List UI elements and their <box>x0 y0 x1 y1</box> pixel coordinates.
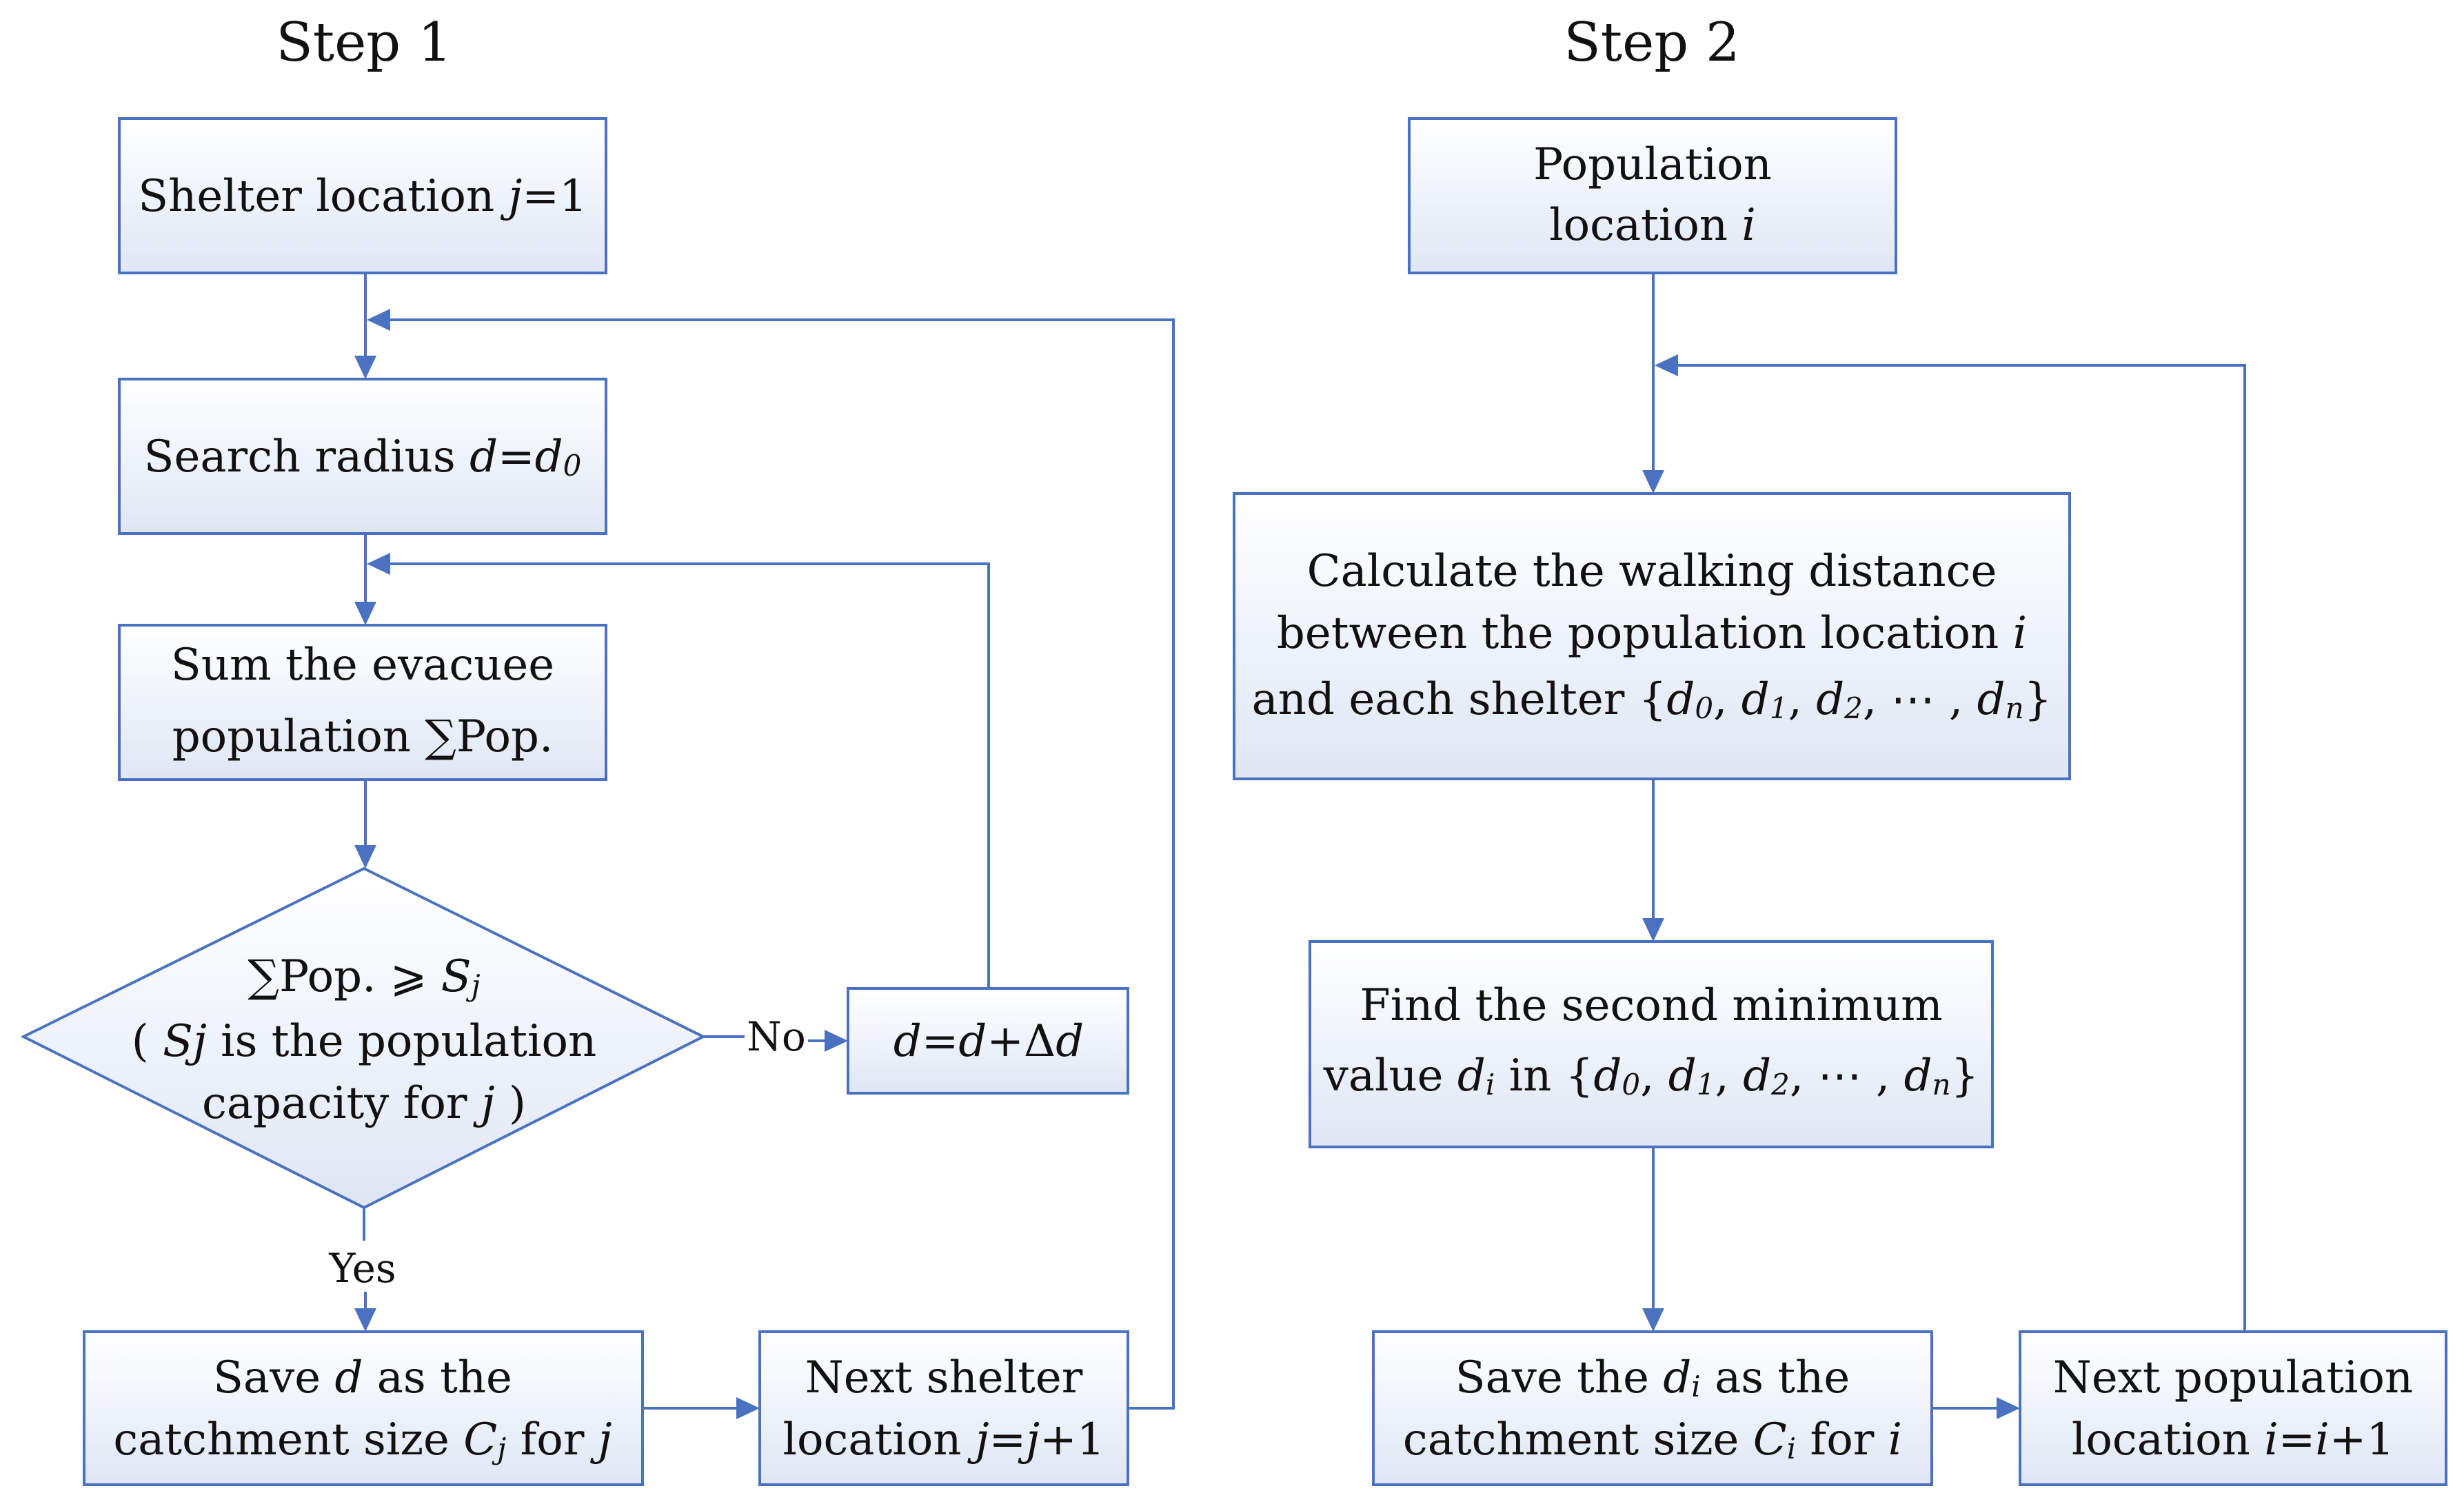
arrowhead-sum-box <box>354 602 376 625</box>
sum-evacuee-line1: Sum the evacuee <box>171 640 554 691</box>
arrowhead-search-box <box>354 356 376 379</box>
calculate-line1: Calculate the walking distance <box>1307 546 1997 597</box>
increment-radius-label: d=d+Δd <box>893 1016 1084 1067</box>
next-shelter-line2: location j=j+1 <box>783 1414 1105 1465</box>
arrowhead-save-step1 <box>354 1308 376 1332</box>
calculate-distance-box <box>1233 492 2071 780</box>
arrowhead-loop-search <box>367 309 390 331</box>
decision-line2: ( Sj is the population <box>132 1016 596 1067</box>
shelter-location-label: Shelter location j=1 <box>138 171 587 222</box>
step1-title: Step 1 <box>276 12 452 74</box>
next-population-line1: Next population <box>2053 1352 2413 1403</box>
decision-line1: ∑Pop. ⩾ Sj <box>248 951 480 1002</box>
arrowhead-increment-box <box>825 1030 848 1052</box>
loop-next-population-to-calculate <box>1677 364 2246 1332</box>
loop-increment-to-sum <box>389 562 990 988</box>
arrowhead-calculate-box <box>1642 470 1664 494</box>
population-location-line1: Population <box>1533 139 1772 190</box>
search-radius-box <box>118 378 607 535</box>
population-location-line2: location i <box>1549 200 1756 251</box>
find-minimum-box <box>1309 940 1994 1148</box>
sum-evacuee-box <box>118 624 607 781</box>
save-catchment-step2-line2: catchment size Ci for i <box>1403 1414 1902 1465</box>
arrowhead-loop-sum <box>367 553 390 575</box>
arrowhead-find-box <box>1642 918 1664 942</box>
yes-label: Yes <box>328 1245 396 1292</box>
population-location-box <box>1408 117 1897 274</box>
find-minimum-line1: Find the second minimum <box>1360 980 1943 1031</box>
next-shelter-box <box>758 1330 1129 1486</box>
arrowhead-decision <box>354 845 376 868</box>
loop-next-shelter-to-search <box>389 318 1175 1410</box>
save-catchment-step1-line1: Save d as the <box>213 1352 512 1403</box>
save-catchment-step1-line2: catchment size Cj for j <box>113 1414 612 1465</box>
no-label: No <box>747 1013 806 1060</box>
arrowhead-next-population <box>1997 1397 2020 1419</box>
sum-evacuee-line2: population ∑Pop. <box>172 711 554 762</box>
next-population-line2: location i=i+1 <box>2072 1414 2394 1465</box>
next-population-box <box>2019 1330 2447 1486</box>
arrowhead-next-shelter <box>736 1397 760 1419</box>
save-catchment-box-step2 <box>1372 1330 1933 1486</box>
calculate-line2: between the population location i <box>1277 608 2027 659</box>
arrowhead-loop-calculate <box>1655 354 1678 376</box>
search-radius-label: Search radius d=d0 <box>144 431 582 482</box>
next-shelter-line1: Next shelter <box>805 1352 1083 1403</box>
decision-line3: capacity for j ) <box>202 1078 526 1129</box>
arrowhead-save-step2 <box>1642 1308 1664 1332</box>
shelter-location-box <box>118 117 607 274</box>
calculate-line3: and each shelter {d0, d1, d2, ⋯ , dn} <box>1252 674 2052 725</box>
save-catchment-step2-line1: Save the di as the <box>1455 1352 1850 1403</box>
find-minimum-line2: value di in {d0, d1, d2, ⋯ , dn} <box>1323 1050 1979 1101</box>
step2-title: Step 2 <box>1564 12 1739 74</box>
